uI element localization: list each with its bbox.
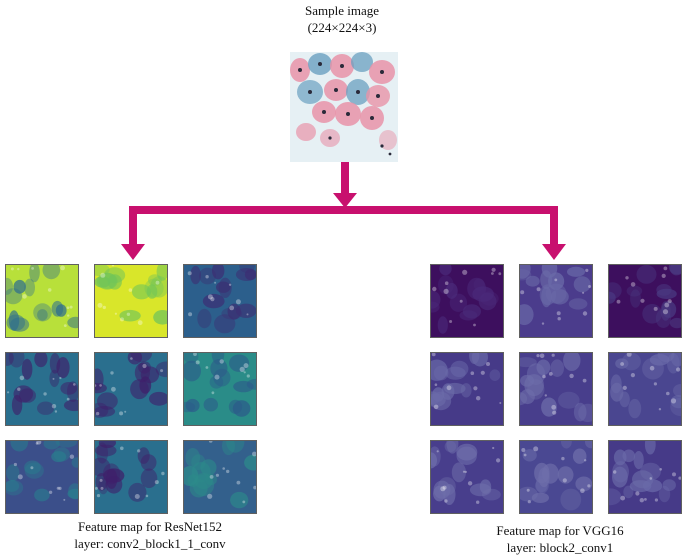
arrow-head-left (121, 244, 145, 260)
sample-nuclei (298, 62, 392, 156)
vgg-feature-map-2-3 (608, 352, 682, 426)
vgg-caption-line2: layer: block2_conv1 (506, 540, 614, 555)
resnet-feature-map-3-2 (94, 440, 168, 514)
resnet-feature-map-2-3 (183, 352, 257, 426)
resnet-feature-map-3-3 (183, 440, 257, 514)
vgg-caption-line1: Feature map for VGG16 (496, 523, 624, 538)
sample-image (290, 52, 398, 162)
vgg-feature-map-2-1 (430, 352, 504, 426)
sample-cells (290, 52, 397, 150)
vgg-feature-map-1-2 (519, 264, 593, 338)
sample-title-line2: (224×224×3) (307, 20, 377, 35)
resnet-feature-map-3-1 (5, 440, 79, 514)
vgg-feature-map-3-2 (519, 440, 593, 514)
vgg-feature-map-3-3 (608, 440, 682, 514)
arrow-right-stem (550, 206, 558, 248)
vgg-feature-map-3-1 (430, 440, 504, 514)
vgg-caption: Feature map for VGG16 layer: block2_conv… (440, 522, 680, 556)
resnet-caption: Feature map for ResNet152 layer: conv2_b… (20, 518, 280, 552)
resnet-caption-line1: Feature map for ResNet152 (77, 519, 223, 534)
resnet-feature-map-1-2 (94, 264, 168, 338)
arrow-stem (341, 162, 349, 196)
sample-image-title: Sample image (224×224×3) (222, 2, 462, 36)
arrow-crossbar (129, 206, 558, 214)
vgg-feature-map-1-1 (430, 264, 504, 338)
resnet-caption-line2: layer: conv2_block1_1_conv (74, 536, 226, 551)
resnet-feature-map-1-1 (5, 264, 79, 338)
arrow-left-stem (129, 206, 137, 248)
sample-title-line1: Sample image (304, 3, 379, 18)
resnet-feature-map-2-1 (5, 352, 79, 426)
arrow-head-right (542, 244, 566, 260)
resnet-feature-map-2-2 (94, 352, 168, 426)
vgg-feature-map-2-2 (519, 352, 593, 426)
resnet-feature-map-1-3 (183, 264, 257, 338)
arrow-head-center (333, 193, 357, 208)
sample-image-svg (290, 52, 398, 162)
vgg-feature-map-1-3 (608, 264, 682, 338)
arrow-shapes (121, 162, 566, 260)
